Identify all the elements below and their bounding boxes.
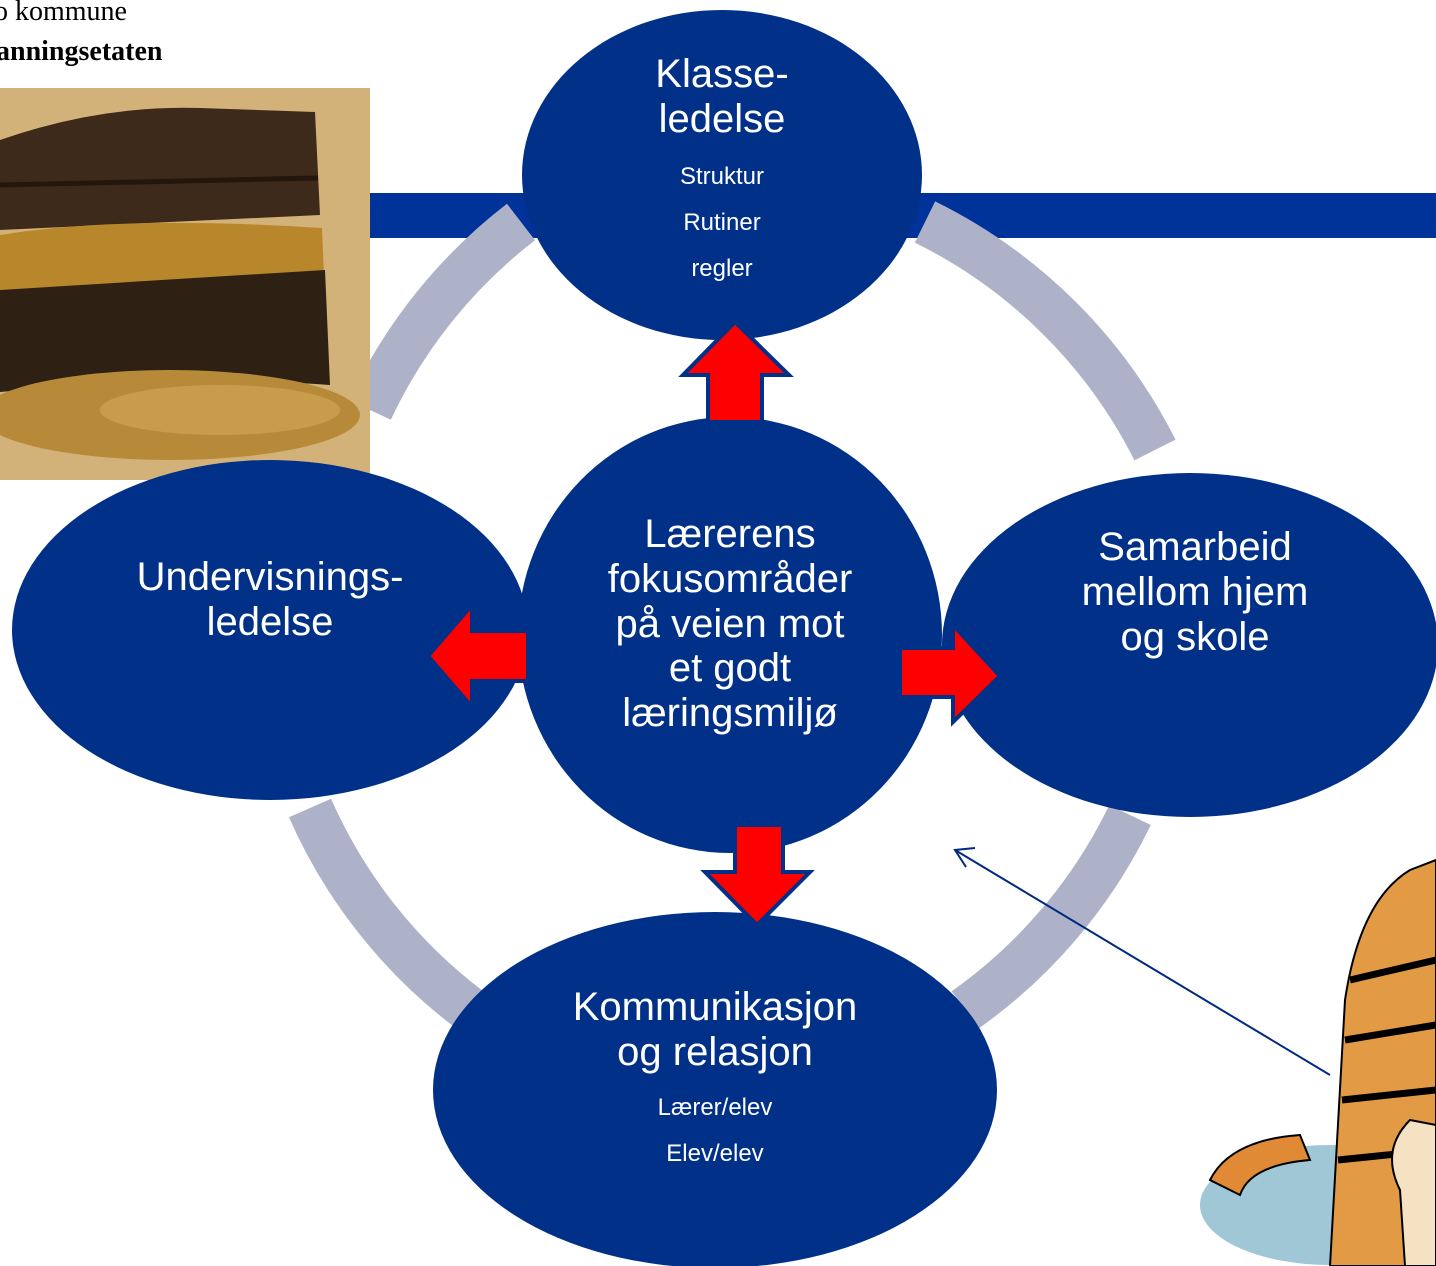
header-line-1: o kommune	[0, 0, 127, 27]
node-top-ellipse	[522, 10, 922, 340]
node-center-title-3: på veien mot	[615, 601, 845, 646]
node-center-title-1: Lærerens	[644, 512, 816, 556]
node-bottom-title-1: Kommunikasjon	[572, 985, 858, 1029]
node-top-item: regler	[691, 254, 753, 282]
ring-segment-top-right	[914, 201, 1176, 461]
tiger-illustration	[1200, 858, 1436, 1266]
arrow-down	[700, 823, 815, 928]
node-right-title-3: og skole	[1120, 614, 1270, 659]
node-top-title-2: ledelse	[658, 96, 786, 141]
node-right-text: Samarbeid mellom hjem og skole	[1020, 525, 1370, 659]
node-top-text: Klasse- ledelse Struktur Rutiner regler	[572, 52, 872, 292]
treasure-chest-image	[0, 88, 370, 480]
arrow-up	[678, 319, 794, 424]
ring-segment-bottom-left	[288, 798, 484, 1029]
header-band-right	[905, 193, 1436, 238]
node-bottom-title-2: og relasjon	[617, 1029, 813, 1074]
node-center-title-5: læringsmiljø	[622, 691, 838, 736]
node-left-title-2: ledelse	[206, 599, 334, 644]
node-left-ellipse	[12, 460, 528, 800]
node-bottom-item: Elev/elev	[666, 1139, 764, 1167]
node-left-text: Undervisnings- ledelse	[60, 555, 480, 645]
pointer-arrow-head	[953, 847, 976, 868]
node-left-title-1: Undervisnings-	[136, 555, 404, 599]
ring-segment-bottom-right	[951, 804, 1151, 1029]
node-top-item: Rutiner	[683, 208, 761, 236]
node-bottom-item: Lærer/elev	[657, 1093, 773, 1121]
node-right-title-1: Samarbeid	[1098, 525, 1292, 569]
node-right-ellipse	[942, 473, 1436, 817]
ring-segment-top-left	[349, 203, 536, 420]
node-center-text: Lærerens fokusområder på veien mot et go…	[560, 512, 900, 736]
cycle-ring	[288, 201, 1176, 1029]
pointer-arrow-line	[954, 849, 1331, 1076]
node-center-title-2: fokusområder	[607, 556, 853, 601]
arrow-right	[898, 619, 1003, 727]
node-bottom-ellipse	[433, 912, 997, 1266]
node-top-title-1: Klasse-	[655, 52, 789, 96]
node-bottom-text: Kommunikasjon og relasjon Lærer/elev Ele…	[520, 985, 910, 1177]
node-right-title-2: mellom hjem	[1081, 569, 1309, 614]
node-top-item: Struktur	[679, 162, 765, 190]
node-center-title-4: et godt	[668, 646, 792, 691]
node-center-ellipse	[518, 417, 942, 853]
header-line-2: anningsetaten	[0, 36, 163, 67]
arrow-left	[425, 599, 530, 713]
